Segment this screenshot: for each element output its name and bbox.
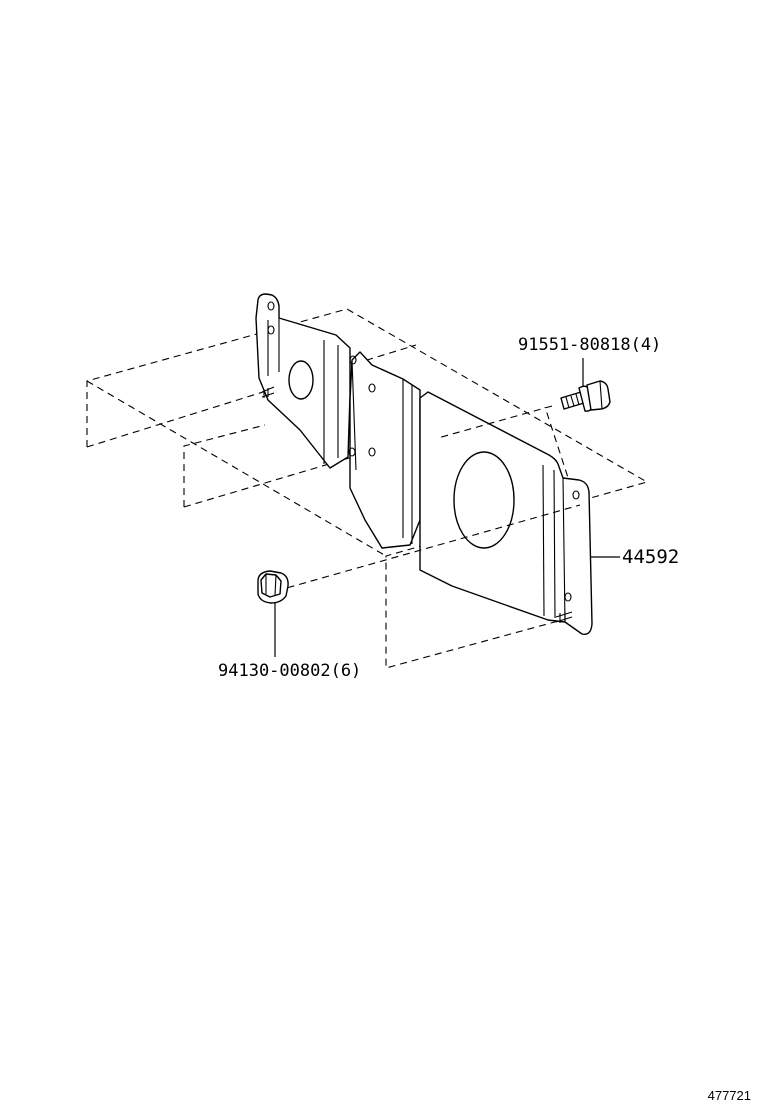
center-hole-d	[348, 447, 356, 457]
center-hole-b	[368, 383, 376, 393]
label-bolt-part-number: 91551-80818(4)	[518, 335, 661, 355]
bracket-44592[interactable]	[255, 293, 593, 635]
left-plate-edge	[267, 318, 339, 464]
center-channel	[349, 351, 421, 549]
right-plate-hole	[453, 451, 515, 549]
bolt-head	[586, 380, 611, 411]
right-mount-hole-top	[572, 490, 580, 500]
flange-nut-94130[interactable]	[257, 570, 289, 604]
label-nut-part-number: 94130-00802(6)	[218, 661, 361, 681]
flange-bolt-91551[interactable]	[560, 380, 611, 412]
left-stud	[261, 386, 275, 398]
nut-hex	[260, 573, 282, 598]
leader-lines	[274, 358, 620, 657]
label-bracket-part-number: 44592	[622, 546, 679, 568]
right-mount-hole-mid	[564, 592, 572, 602]
left-plate-mount-hole-mid	[267, 325, 275, 335]
figure-number: 477721	[708, 1088, 751, 1103]
center-hole-a	[349, 355, 357, 365]
left-plate-hole	[288, 360, 314, 400]
right-stud	[555, 611, 573, 623]
center-hole-c	[368, 447, 376, 457]
left-plate-mount-hole-top	[267, 301, 275, 311]
